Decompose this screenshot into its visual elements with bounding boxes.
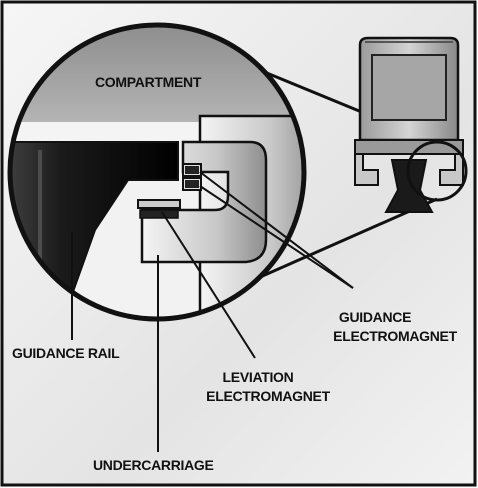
label-guidance-line1: GUIDANCE [339,309,411,325]
label-leviation-line1: LEVIATION [223,369,294,385]
label-undercarriage: UNDERCARRIAGE [93,457,214,473]
label-guidance-rail: GUIDANCE RAIL [12,345,120,361]
guidance-electromagnet [183,164,201,190]
label-guidance-line2: ELECTROMAGNET [333,328,457,344]
label-leviation-line2: ELECTROMAGNET [206,388,330,404]
leviation-electromagnet [138,200,180,218]
vehicle-cross-section [355,38,463,212]
label-compartment: COMPARTMENT [95,74,202,90]
